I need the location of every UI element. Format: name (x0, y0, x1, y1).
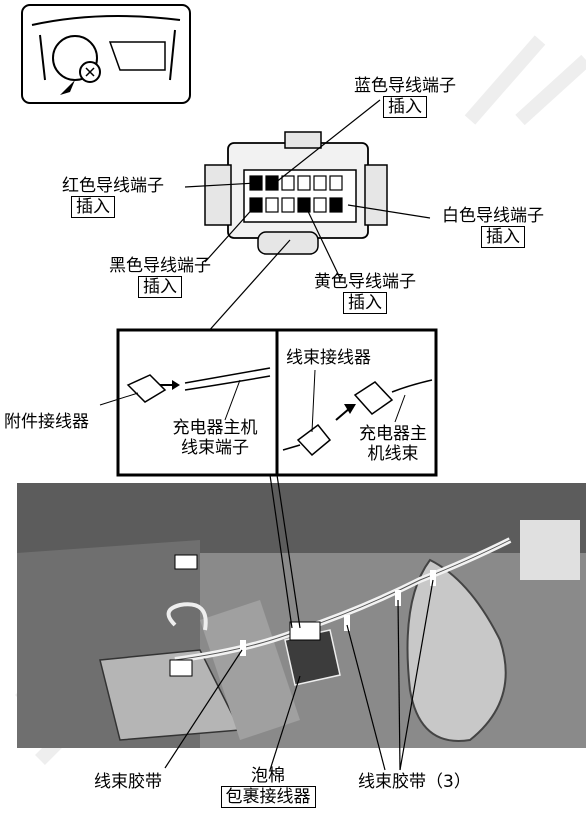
connector-body (204, 131, 388, 255)
white-insert-box: 插入 (481, 226, 525, 248)
foam-text: 泡棉 (251, 766, 285, 786)
black-terminal-text: 黑色导线端子 (109, 256, 211, 276)
black-terminal-label: 黑色导线端子 插入 (95, 256, 225, 298)
bottom-leader-lines (164, 474, 434, 771)
harness-connector-label: 线束接线器 (286, 348, 371, 368)
charger-host-harness-terminal-line2: 线束端子 (181, 438, 249, 458)
charger-host-harness-line2: 机线束 (367, 444, 419, 464)
harness-ties-3-label: 线束胶带（3） (358, 772, 471, 792)
wrap-connector-box: 包裹接线器 (220, 786, 316, 808)
blue-insert-box: 插入 (383, 96, 427, 118)
red-terminal-label: 红色导线端子 插入 (48, 176, 178, 218)
location-inset (21, 4, 191, 104)
charger-host-harness-terminal-line1: 充电器主机 (172, 418, 258, 438)
charger-host-harness-terminal-label: 充电器主机 线束端子 (160, 418, 270, 458)
yellow-insert-box: 插入 (343, 292, 387, 314)
black-insert-box: 插入 (138, 276, 182, 298)
installation-photo (17, 483, 586, 748)
detail-box (99, 328, 438, 477)
blue-terminal-label: 蓝色导线端子 插入 (340, 76, 470, 118)
attachment-connector-label: 附件接线器 (4, 412, 89, 432)
white-terminal-text: 白色导线端子 (442, 206, 544, 226)
yellow-terminal-label: 黄色导线端子 插入 (300, 272, 430, 314)
red-terminal-text: 红色导线端子 (62, 176, 164, 196)
white-terminal-label: 白色导线端子 插入 (428, 206, 558, 248)
foam-label: 泡棉 包裹接线器 (210, 766, 326, 808)
charger-host-harness-line1: 充电器主 (359, 424, 427, 444)
blue-terminal-text: 蓝色导线端子 (354, 76, 456, 96)
red-insert-box: 插入 (71, 196, 115, 218)
yellow-terminal-text: 黄色导线端子 (314, 272, 416, 292)
harness-tie-label: 线束胶带 (94, 772, 162, 792)
charger-host-harness-label: 充电器主 机线束 (350, 424, 436, 464)
